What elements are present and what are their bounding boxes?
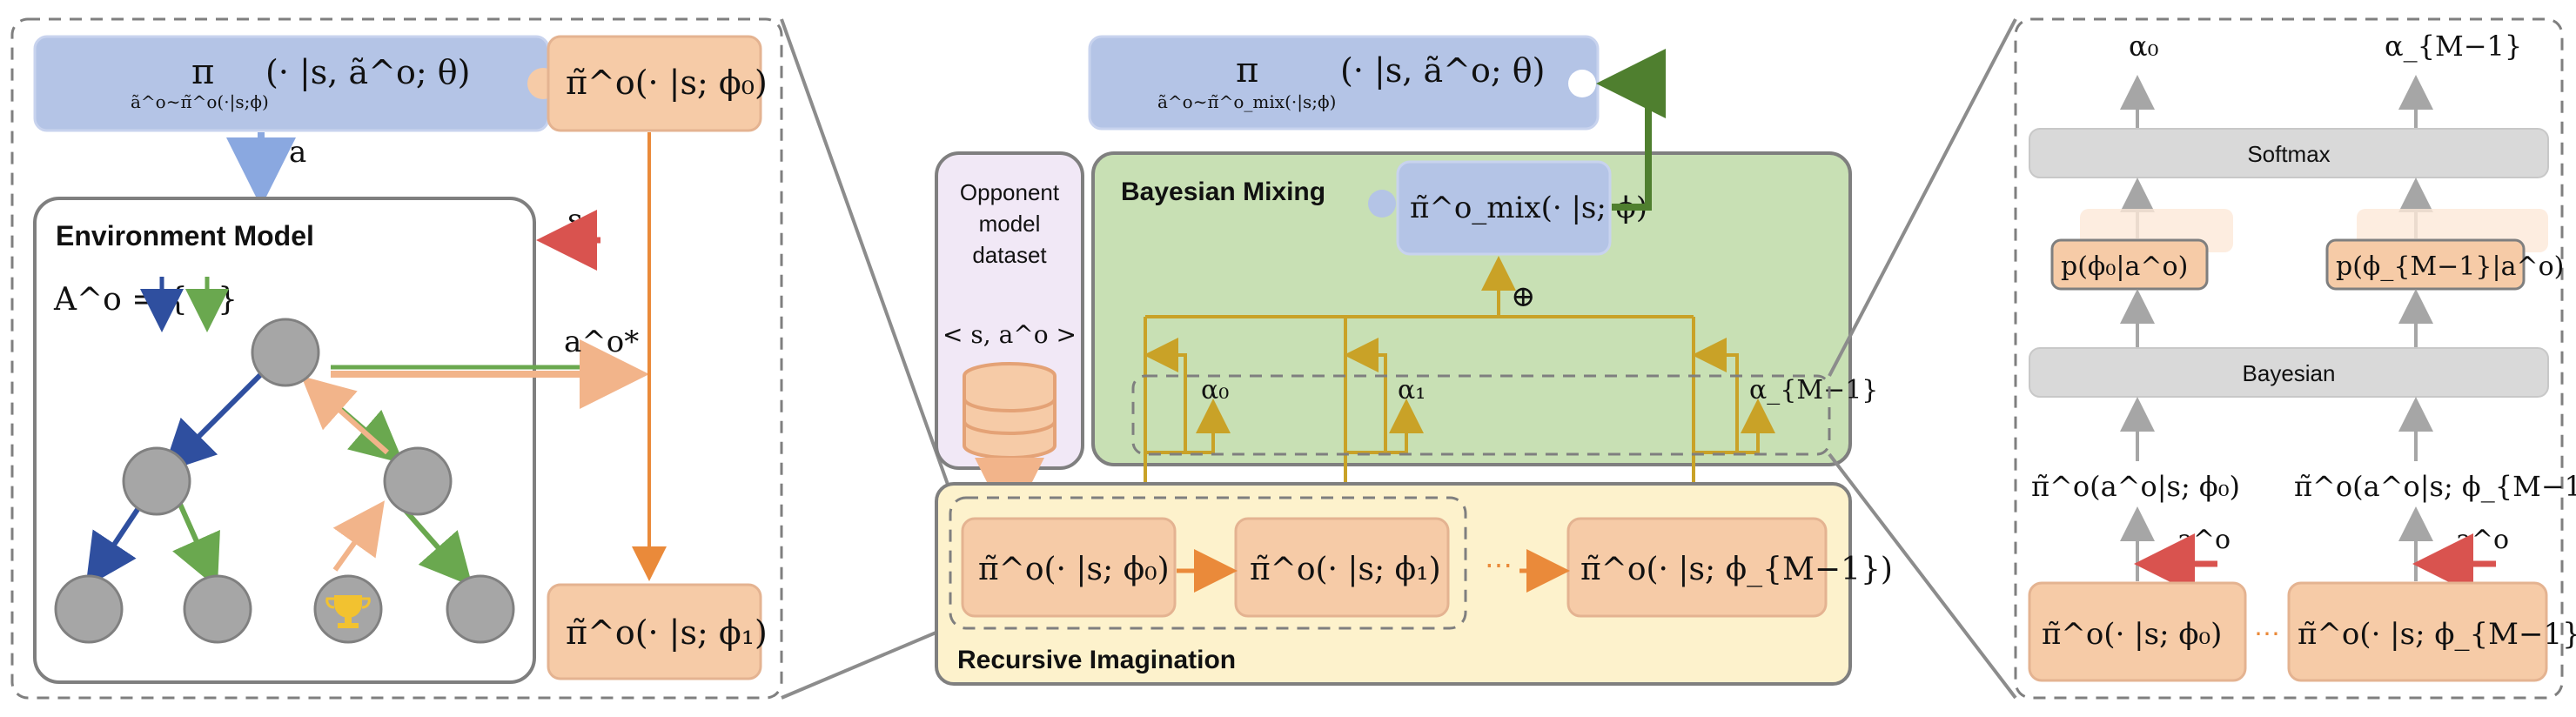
opponent-policy-1-label: π̃^o(· |s; ϕ₁) [566, 613, 768, 652]
zoom-line-bottom-right [1828, 452, 2017, 700]
policy-subscript: ã^o∼π̃^o(·|s;ϕ) [131, 91, 269, 113]
observed-action-m1: a^o [2456, 525, 2509, 555]
database-icon [963, 362, 1057, 459]
state-label: s [567, 203, 582, 238]
imagined-model-1-label: π̃^o(· |s; ϕ₁) [1250, 552, 1441, 587]
posterior-m1-label: p(ϕ_{M−1}|a^o) [2336, 251, 2564, 282]
input-model-box-0: π̃^o(· |s; ϕ₀) [2028, 581, 2247, 682]
zoom-line-bottom-left [781, 625, 951, 700]
input-model-0-label: π̃^o(· |s; ϕ₀) [2042, 617, 2222, 652]
mix-to-policy-arrow [1596, 49, 1666, 211]
action-label: a [289, 135, 306, 170]
softmax-box [2029, 128, 2549, 178]
tree-leaf-4 [446, 574, 515, 644]
tree-leaf-1 [54, 574, 124, 644]
input-dots: ⋯ [2254, 619, 2280, 649]
bayesian-mixing-title: Bayesian Mixing [1121, 178, 1325, 206]
right-panel-frame [2014, 17, 2564, 700]
trophy-icon [325, 595, 371, 628]
action-set-label: A^o = { , } [53, 282, 238, 318]
softmax-label: Softmax [2247, 141, 2330, 167]
zoom-line-top-left [780, 18, 952, 493]
mix-policy-arguments: (· |s, ã^o; θ) [1340, 51, 1545, 90]
opponent-policy-box-0: π̃^o(· |s; ϕ₀) [547, 35, 768, 132]
alpha-1-label: α₁ [1398, 375, 1426, 405]
mixed-opponent-policy-box: π̃^o_mix(· |s; ϕ) [1368, 160, 1647, 256]
search-tree [54, 318, 515, 644]
best-action-label: a^o* [564, 325, 639, 359]
alpha-0-label: α₀ [1201, 375, 1229, 405]
alpha-group-frame [1131, 374, 1831, 456]
posterior-box-0: p(ϕ₀|a^o) [2050, 238, 2209, 291]
mixing-wires [1144, 256, 1775, 522]
oplus-symbol: ⊕ [1511, 279, 1536, 314]
recursive-imagination-title: Recursive Imagination [957, 646, 1236, 674]
alpha-m1-label: α_{M−1} [1749, 375, 1878, 405]
bayesian-box [2029, 347, 2549, 398]
agent-policy-box: π ã^o∼π̃^o(·|s;ϕ) (· |s, ã^o; θ) [33, 35, 559, 132]
environment-model-title: Environment Model [56, 220, 314, 251]
imagined-opponent-model-0: π̃^o(· |s; ϕ₀) [961, 517, 1177, 618]
tree-leaf-2 [183, 574, 252, 644]
left-panel-frame [10, 17, 783, 700]
dataset-line-2: model [979, 211, 1041, 237]
imagined-model-m1-label: π̃^o(· |s; ϕ_{M−1}) [1580, 552, 1893, 587]
likelihood-m1-label: π̃^o(a^o|s; ϕ_{M−1}) [2294, 470, 2576, 503]
posterior-box-m1: p(ϕ_{M−1}|a^o) [2325, 238, 2564, 291]
imagined-opponent-model-1: π̃^o(· |s; ϕ₁) [1234, 517, 1450, 618]
mix-policy-symbol: π [1236, 50, 1258, 90]
opponent-policy-0-label: π̃^o(· |s; ϕ₀) [566, 64, 768, 102]
output-alpha-m1: α_{M−1} [2385, 30, 2522, 63]
imagination-dots: ⋯ [1485, 548, 1513, 581]
imagined-opponent-model-m1: π̃^o(· |s; ϕ_{M−1}) [1566, 517, 1893, 618]
mixed-agent-policy-box: π ã^o∼π̃^o_mix(·|s;ϕ) (· |s, ã^o; θ) [1088, 35, 1600, 131]
input-model-box-m1: π̃^o(· |s; ϕ_{M−1}) [2287, 581, 2576, 682]
opponent-policy-box-1: π̃^o(· |s; ϕ₁) [547, 583, 768, 680]
likelihood-0-label: π̃^o(a^o|s; ϕ₀) [2031, 470, 2240, 503]
imagined-model-0-label: π̃^o(· |s; ϕ₀) [978, 552, 1170, 587]
input-model-m1-label: π̃^o(· |s; ϕ_{M−1}) [2298, 617, 2576, 652]
first-two-models-frame [949, 496, 1467, 630]
tree-node-root [251, 318, 320, 387]
zoom-line-top-right [1828, 18, 2017, 377]
mix-policy-subscript: ã^o∼π̃^o_mix(·|s;ϕ) [1157, 91, 1336, 113]
mixed-opponent-policy-label: π̃^o_mix(· |s; ϕ) [1410, 191, 1647, 225]
tree-node-left [122, 446, 191, 516]
bayesian-mixing-panel [1091, 151, 1852, 466]
dataset-tuple: < s, a^o > [943, 320, 1077, 349]
output-alpha-0: α₀ [2129, 30, 2158, 63]
observed-action-0: a^o [2177, 525, 2231, 555]
dataset-line-1: Opponent [960, 179, 1060, 205]
dataset-line-3: dataset [972, 242, 1047, 268]
bayesian-label: Bayesian [2243, 360, 2336, 386]
tree-node-right [383, 446, 453, 516]
policy-arguments: (· |s, ã^o; θ) [265, 53, 470, 91]
policy-symbol: π [191, 52, 214, 92]
posterior-0-label: p(ϕ₀|a^o) [2061, 251, 2188, 282]
